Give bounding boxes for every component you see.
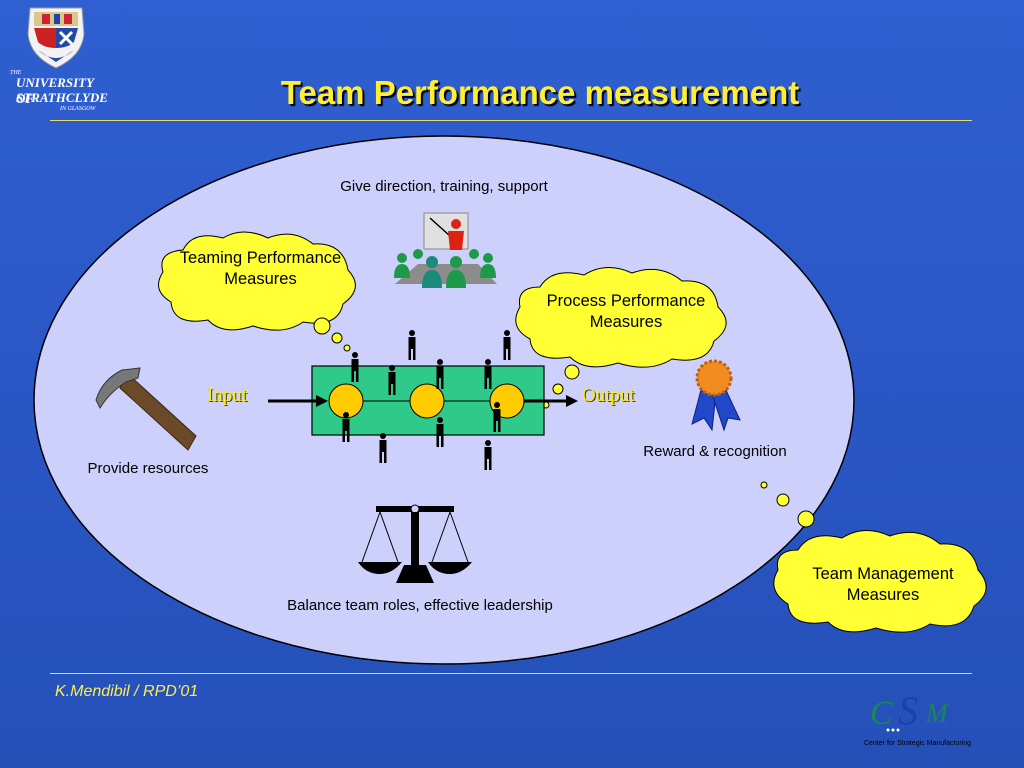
label-balance-team-roles: Balance team roles, effective leadership [287,597,553,614]
thought-bubble-1 [313,317,331,335]
thought-bubble-9 [760,481,768,489]
svg-text:S: S [898,688,918,733]
thought-bubble-5 [552,383,564,395]
cloud-teaming [158,231,356,331]
logo-text-strathclyde: STRATHCLYDE [16,90,108,105]
cloud-process-line-1: Process Performance [546,292,706,310]
process-node-2 [409,383,445,419]
label-give-direction: Give direction, training, support [340,178,548,195]
logo-text-university: UNIVERSITY OF [16,75,94,106]
hammer-icon [95,367,197,451]
footer-divider [50,673,972,674]
logo-text-glasgow: IN GLASGOW [60,106,96,112]
cloud-process [515,267,727,368]
output-label: Output [582,385,635,406]
cloud-management-line-2: Measures [846,586,920,605]
page-title: Team Performance measurement [280,74,800,111]
cloud-teaming-text: Teaming Performance Measures [153,248,368,291]
title-divider [50,120,972,121]
thought-bubble-2 [331,332,343,344]
csm-caption: Center for Strategic Manufacturing [864,740,971,747]
balance-scales-icon [358,504,472,583]
cloud-teaming-line-1: Teaming Performance [179,249,342,267]
thought-bubble-8 [776,493,790,507]
footer-author: K.Mendibil / RPD’01 [55,683,199,700]
cloud-process-line-2: Measures [589,313,663,332]
thought-bubble-3 [343,344,351,352]
thought-bubble-7 [797,510,815,528]
thought-bubble-4 [564,364,580,380]
input-label: Input [207,385,248,406]
svg-text:C: C [870,695,893,732]
university-crest-icon [27,7,85,69]
award-ribbon-icon [691,359,741,432]
cloud-teaming-line-2: Measures [224,270,297,289]
team-member-figures [342,330,511,470]
label-reward-recognition: Reward & recognition [643,443,787,460]
cloud-management-line-1: Team Management [812,565,954,583]
teacher-presentation-icon [394,212,497,288]
cloud-management-text: Team Management Measures [773,564,993,607]
cloud-process-text: Process Performance Measures [515,291,737,334]
svg-text:M: M [925,699,949,728]
label-provide-resources: Provide resources [87,460,209,477]
logo-text-the: THE [10,70,22,76]
cloud-management [773,530,987,633]
csm-logo-icon: C S M [870,688,949,733]
university-logo: THE UNIVERSITY OF STRATHCLYDE IN GLASGOW [8,4,108,120]
csm-logo: C S M Center for Strategic Manufacturing [862,684,974,756]
